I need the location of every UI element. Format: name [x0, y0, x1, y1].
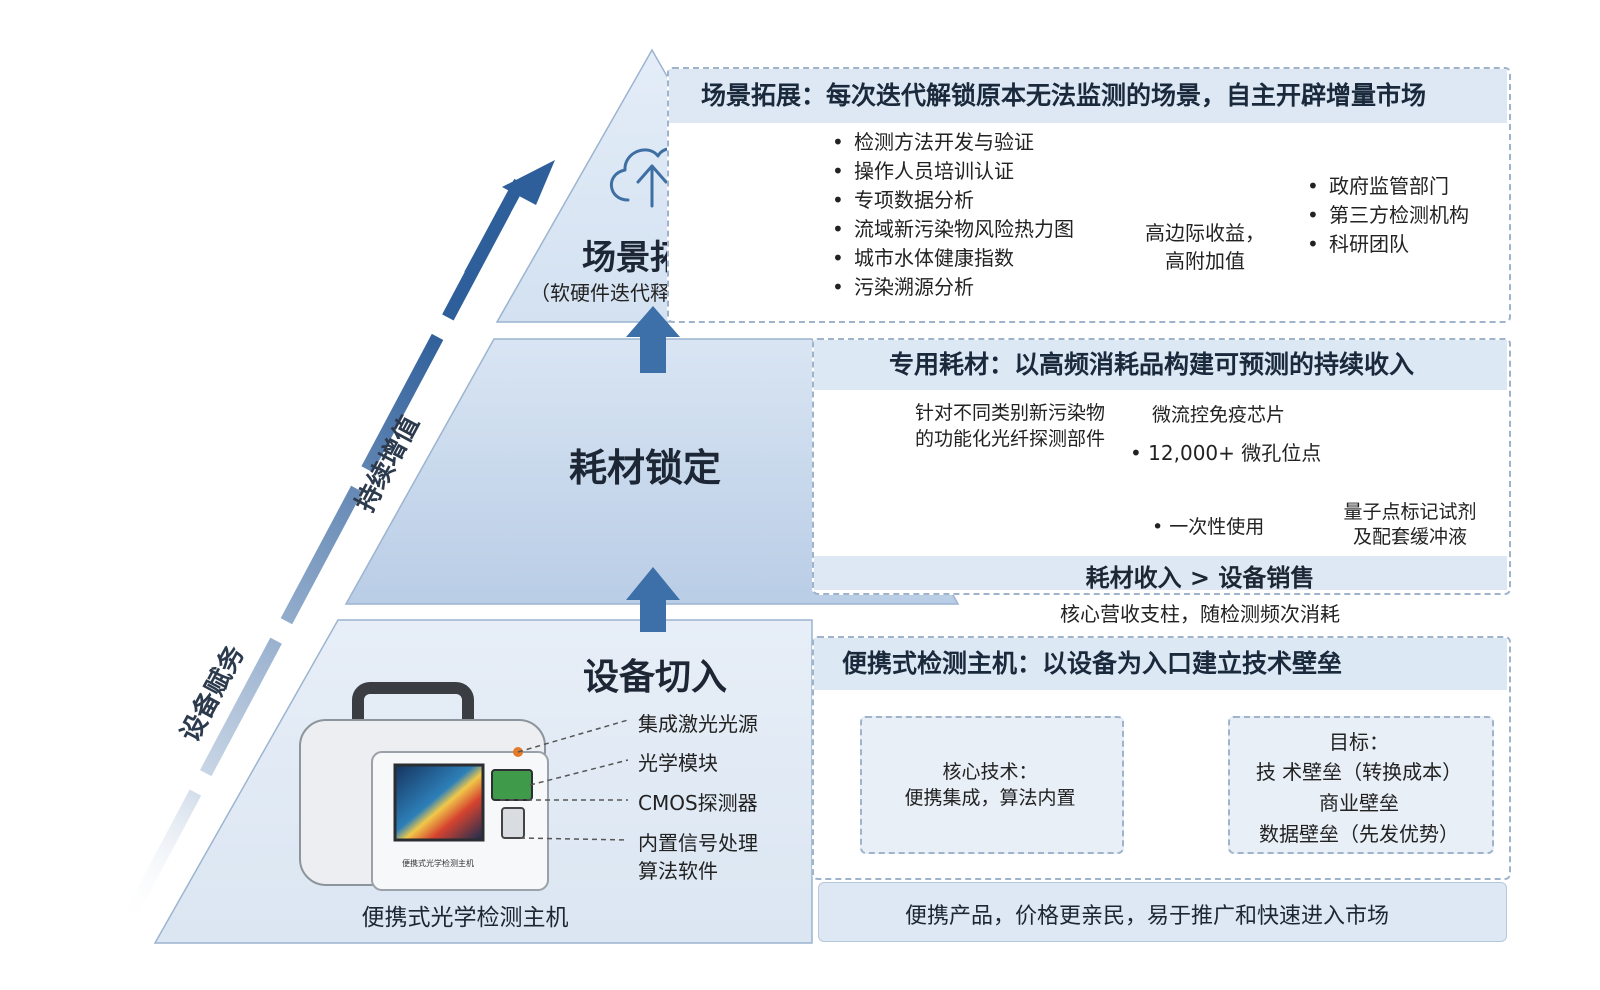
- customer-item: 科研团队: [1305, 230, 1469, 259]
- scene-panel-header: 场景拓展：每次迭代解锁原本无法监测的场景，自主开辟增量市场: [669, 69, 1507, 123]
- core-tech-title: 核心技术：: [942, 761, 1038, 783]
- tier-bottom-title: 设备切入: [582, 657, 727, 698]
- goals-box: [1228, 716, 1494, 854]
- bullet-dot: •: [1130, 441, 1149, 465]
- scene-bullet: 操作人员培训认证: [830, 157, 1074, 186]
- tier-middle-title: 耗材锁定: [568, 446, 721, 490]
- consumable-panel-header: 专用耗材：以高频消耗品构建可预测的持续收入: [814, 340, 1507, 390]
- device-body-label: 便携式光学检测主机: [402, 859, 474, 868]
- reagent-caption-1: 量子点标记试剂: [1343, 501, 1477, 523]
- chip-bullet-1: • 12,000+ 微孔位点: [1130, 437, 1321, 466]
- scene-bullet: 流域新污染物风险热力图: [830, 215, 1074, 244]
- goal-item: 商业壁垒: [1319, 791, 1399, 815]
- device-footer-text: 便携产品，价格更亲民，易于推广和快速进入市场: [905, 904, 1390, 929]
- scene-value-line-1: 高边际收益，: [1145, 221, 1265, 245]
- growth-arrow: [119, 160, 555, 929]
- device-footer-bar: [818, 882, 1507, 942]
- chip-bullet-2-text: 一次性使用: [1169, 516, 1265, 538]
- scene-bullet: 专项数据分析: [830, 186, 1074, 215]
- up-arrow-lower: [626, 567, 680, 632]
- callout-signal: 内置信号处理: [638, 831, 758, 855]
- up-arrow-upper: [626, 306, 680, 373]
- reagent-caption-2: 及配套缓冲液: [1352, 526, 1467, 548]
- revenue-subline: 核心营收支柱，随检测频次消耗: [1060, 602, 1340, 626]
- customer-item: 第三方检测机构: [1305, 201, 1469, 230]
- chip-title: 微流控免疫芯片: [1152, 404, 1286, 426]
- callout-optics: 光学模块: [638, 751, 718, 775]
- callout-laser: 集成激光光源: [638, 712, 758, 736]
- callout-lines: [500, 719, 629, 841]
- goal-item: 数据壁垒（先发优势）: [1259, 822, 1459, 846]
- scene-bullets: 检测方法开发与验证 操作人员培训认证 专项数据分析 流域新污染物风险热力图 城市…: [830, 128, 1074, 302]
- goals-title: 目标：: [1329, 730, 1389, 754]
- fiber-caption-2: 的功能化光纤探测部件: [914, 428, 1105, 450]
- core-tech-text: 便携集成，算法内置: [904, 787, 1076, 809]
- scene-customers: 政府监管部门 第三方检测机构 科研团队: [1305, 172, 1469, 259]
- tier-middle-shape: [344, 338, 960, 605]
- scene-value-line-2: 高附加值: [1165, 249, 1245, 273]
- goal-item: 技 术壁垒（转换成本）: [1255, 760, 1463, 784]
- portable-device-image: [299, 682, 549, 891]
- customer-item: 政府监管部门: [1305, 172, 1469, 201]
- chip-bullet-1-text: 12,000+ 微孔位点: [1148, 441, 1322, 465]
- scene-bullet: 污染溯源分析: [830, 273, 1074, 302]
- core-tech-box: [860, 716, 1124, 854]
- device-panel-header: 便携式检测主机：以设备为入口建立技术壁垒: [814, 638, 1507, 690]
- fiber-caption-1: 针对不同类别新污染物: [914, 402, 1105, 424]
- chip-bullet-2: • 一次性使用: [1152, 512, 1264, 539]
- callout-algorithm: 算法软件: [638, 859, 718, 883]
- callout-cmos: CMOS探测器: [638, 791, 758, 815]
- revenue-line: 耗材收入 > 设备销售: [1085, 564, 1315, 592]
- bullet-dot: •: [1152, 516, 1170, 538]
- scene-bullet: 城市水体健康指数: [830, 244, 1074, 273]
- device-caption: 便携式光学检测主机: [361, 905, 569, 931]
- revenue-bar: [814, 556, 1507, 590]
- scene-bullet: 检测方法开发与验证: [830, 128, 1074, 157]
